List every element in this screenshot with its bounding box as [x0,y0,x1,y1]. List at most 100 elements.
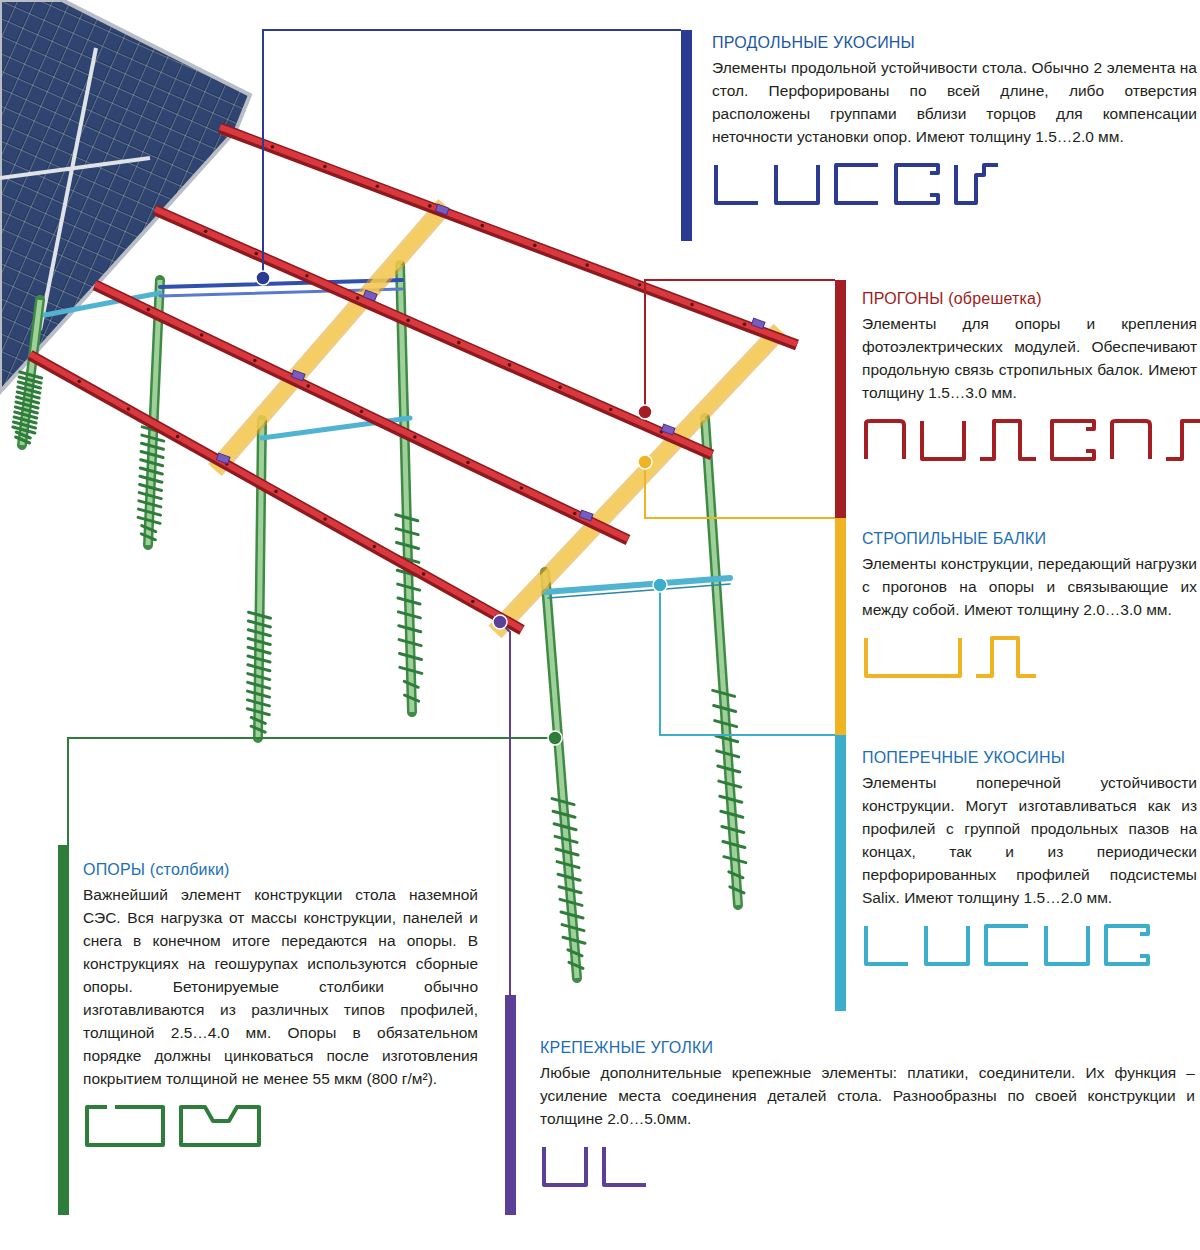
screw-thread [140,476,162,482]
screw-thread [399,626,421,632]
screw-thread [559,887,581,893]
screw-thread [563,937,585,943]
screw-thread [141,443,163,449]
profile-shape [866,421,904,459]
screw-thread [714,706,736,712]
profile-shape [926,926,968,964]
screw-thread [142,526,156,532]
profile-shape [776,165,818,203]
screw-thread [568,950,582,956]
profile-icons [540,1144,660,1188]
screw-thread [554,824,576,830]
profile-icons [862,923,1162,967]
purlin-hole [466,461,470,465]
screw-thread [398,612,420,618]
screw-thread [555,836,577,842]
screw-thread [248,665,270,671]
screw-thread [397,543,419,549]
callout-panel: ПОПЕРЕЧНЫЕ УКОСИНЫЭлементы поперечной ус… [835,735,1197,1011]
screw-thread [724,857,746,863]
screw-thread [718,766,740,772]
screw-thread [398,598,420,604]
screw-thread [404,681,418,687]
screw-thread [553,811,575,817]
purlin-hole [585,263,589,267]
purlin-hole [323,517,327,521]
screw-thread [248,674,270,680]
screw-thread [560,899,582,905]
purlin-hole [306,384,310,388]
screw-thread [140,484,162,490]
purlin-hole [147,308,151,312]
purlin-hole [305,274,309,278]
screw-thread [569,962,583,968]
screw-thread [138,517,160,523]
purlin [95,285,628,540]
purlin-hole [127,407,131,411]
purlin-hole [480,224,484,228]
purlin-hole [356,296,360,300]
profile-shape [866,926,908,964]
purlin [220,128,797,345]
screw-thread [248,630,270,636]
profile-shape [181,1107,259,1145]
callout-panel: КРЕПЕЖНЫЕ УГОЛКИЛюбые дополнительные кре… [505,995,1195,1215]
screw-thread [141,534,155,540]
purlin-hole [176,435,180,439]
callout-heading: СТРОПИЛЬНЫЕ БАЛКИ [862,528,1197,550]
callout-body: Элементы конструкции, передающий нагрузк… [862,552,1197,621]
purlin-hole [508,363,512,367]
profile-shape [956,165,998,203]
purlin-hole [77,380,81,384]
profile-icons [712,162,1012,206]
screw-thread [720,796,742,802]
callout-heading: ОПОРЫ (столбики) [83,859,478,881]
screw-thread [730,887,744,893]
post [545,572,577,978]
screw-thread [719,781,741,787]
screw-thread [138,509,160,515]
screw-thread [558,874,580,880]
screw-thread [400,667,422,673]
purlin-hole [428,204,432,208]
screw-thread [139,493,161,499]
purlin-hole [558,385,562,389]
purlin-hole [360,410,364,414]
purlin-hole [471,600,475,604]
screw-thread [248,682,270,688]
screw-thread [399,640,421,646]
screw-thread [249,612,271,618]
purlin-hole [638,283,642,287]
profile-shape [980,421,1036,459]
screw-thread [552,799,574,805]
screw-thread [562,925,584,931]
callout-heading: КРЕПЕЖНЫЕ УГОЛКИ [540,1037,1195,1059]
purlin-hole [743,322,747,326]
screw-thread [247,709,269,715]
screw-thread [141,452,163,458]
callout-heading: ПОПЕРЕЧНЫЕ УКОСИНЫ [862,747,1197,769]
purlin-hole [533,244,537,248]
callout-panel: ПРОГОНЫ (обрешетка)Элементы для опоры и … [835,280,1197,518]
post [258,420,262,738]
profile-shape [866,638,960,676]
purlin-hole [254,252,258,256]
screw-thread [398,584,420,590]
screw-thread [557,862,579,868]
profile-shape [1052,421,1094,459]
callout-heading: ПРОГОНЫ (обрешетка) [862,288,1197,310]
purlin-hole [271,145,275,149]
post [705,418,738,905]
purlin-hole [573,512,577,516]
screw-thread [396,515,418,521]
profile-shape [1106,926,1148,964]
screw-thread [561,912,583,918]
purlin-face [220,127,797,344]
screw-thread [140,468,162,474]
screw-thread [139,501,161,507]
screw-thread [251,717,265,723]
screw-thread [251,726,265,732]
callout-body: Любые дополнительные крепежные элементы:… [540,1061,1195,1130]
purlin-hole [413,435,417,439]
screw-thread [715,721,737,727]
